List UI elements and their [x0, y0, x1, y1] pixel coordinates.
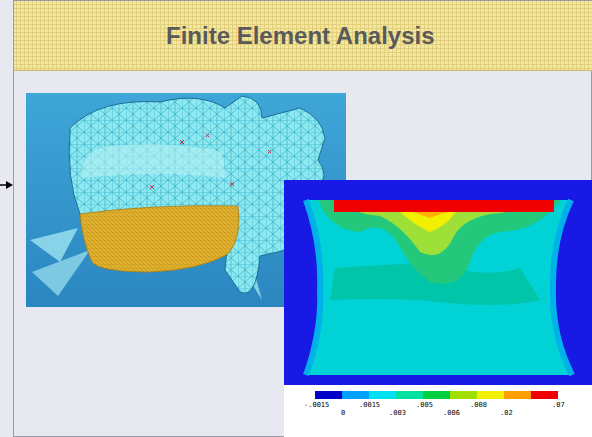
- scale-value: .003: [389, 409, 406, 417]
- scale-value: .07: [552, 401, 565, 409]
- scale-value: .005: [416, 401, 433, 409]
- scale-value: .006: [443, 409, 460, 417]
- scale-value: .008: [470, 401, 487, 409]
- scale-value: .0015: [359, 401, 380, 409]
- scale-value: .02: [500, 409, 513, 417]
- slide-title: Finite Element Analysis: [166, 22, 435, 50]
- scale-value: 0: [341, 409, 345, 417]
- scale-value: -.0015: [304, 401, 329, 409]
